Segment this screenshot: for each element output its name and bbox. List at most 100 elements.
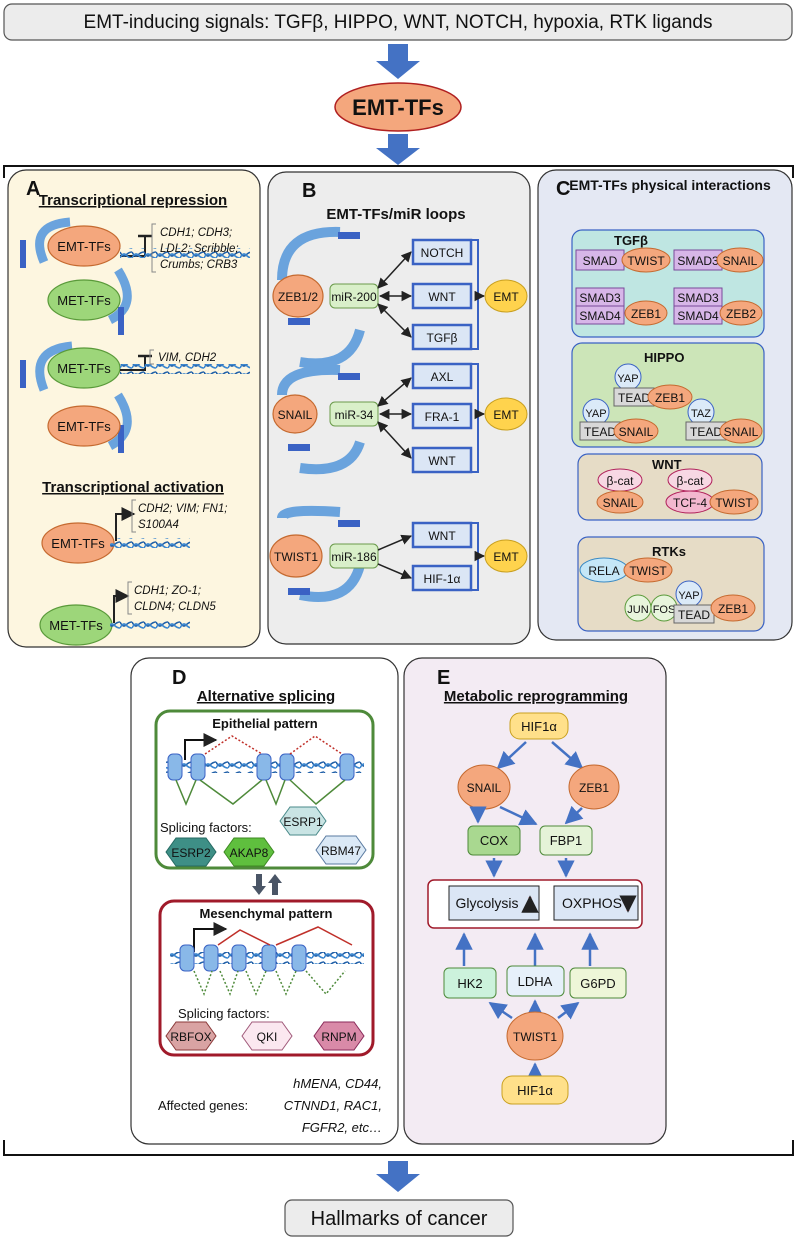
akap8-label: AKAP8 [230,846,269,860]
smad-label-1: SMAD [583,254,618,268]
emt-b3-label: EMT [493,550,519,564]
yap-c1-label: YAP [617,373,638,385]
arrow-snail-fbp1 [499,805,538,826]
yap-c3-label: YAP [678,590,699,602]
genes-a4-l2: CLDN4; CLDN5 [134,601,216,613]
glycolysis-label: Glycolysis [455,895,518,911]
tgfb-label: TGFβ [427,331,458,345]
splice-dotted-mes-4 [275,970,297,996]
snail-c3-label: SNAIL [724,425,759,439]
rtks-subpanel-title: RTKs [652,544,686,559]
exon-mes-2 [203,944,219,972]
gene-bracket-a3 [131,499,136,533]
arrow-twist-g6pd [557,1001,580,1020]
snail-c2 [613,418,659,444]
genes-a4-l1: CDH1; ZO-1; [134,585,201,597]
mir200-box [329,283,379,309]
panel-c: C EMT-TFs physical interactions TGFβ SMA… [537,169,793,641]
exon-mes-1 [179,944,195,972]
arrow-hif-zeb1 [551,741,584,770]
splice-solid-epi-4 [289,779,346,805]
bar-b3-bottom [288,588,310,595]
snail-b-ellipse [272,394,318,434]
emt-b2-label: EMT [493,408,519,422]
panel-e-title: Metabolic reprogramming [444,688,628,705]
tgfb-subpanel-title: TGFβ [614,233,648,248]
fbp1-label: FBP1 [550,833,583,848]
splice-solid-epi-2 [199,779,263,805]
tss-arrow-mes [193,922,228,952]
hallmarks-text: Hallmarks of cancer [311,1208,488,1230]
double-arrow-up [268,874,282,895]
jun-c1-label: JUN [627,604,648,616]
signals-text: EMT-inducing signals: TGFβ, HIPPO, WNT, … [84,12,713,33]
hk2-box [443,967,497,999]
notch-label: NOTCH [421,246,464,260]
zeb1-c2-label: ZEB1 [655,391,685,405]
dna-a1 [120,248,250,258]
rbm47-hex [315,835,367,865]
wnt-label-1: WNT [428,290,456,304]
panel-b: B EMT-TFs/miR loops ZEB1/2 miR-200 NOTCH… [267,171,531,645]
dna-a2 [120,364,250,374]
hif-bottom-label: HIF1α [517,1083,553,1098]
smad4-box-1 [575,305,625,325]
bcat-c1-label: β-cat [607,474,635,488]
panel-a-title-repression: Transcriptional repression [39,192,227,209]
arrow-mir186-wnt [377,534,412,551]
arrow-mir34-axl [377,377,412,407]
qki-label: QKI [257,1030,278,1044]
smad3-label-2: SMAD3 [579,291,621,305]
zeb1-c1 [624,300,668,326]
esrp2-label: ESRP2 [171,846,211,860]
arrow-mir200-tgfb [377,303,412,338]
zeb1-c3-label: ZEB1 [718,602,748,616]
notch-box [411,238,473,266]
snail-c2-label: SNAIL [619,425,654,439]
inhibit-bar-a2 [118,307,124,335]
g6pd-box [569,967,627,999]
wnt-box-1 [411,282,473,310]
arrow-twist-hk2 [488,1001,513,1020]
mesenchymal-title: Mesenchymal pattern [200,906,333,921]
emt-tfs-a1-label: EMT-TFs [57,239,111,254]
panel-d-title: Alternative splicing [197,688,335,705]
twist-c1 [621,247,671,273]
dna-a4 [110,620,190,630]
panel-a-box [7,169,261,648]
zeb-label: ZEB1/2 [278,290,318,304]
rnpm-label: RNPM [321,1030,356,1044]
emt-b3 [484,539,528,573]
splice-dotted-epi-1 [204,735,263,755]
genes-a1-l2: LDL2; Scribble; [160,243,239,255]
fos-c1-label: FOS [653,604,676,616]
inhibit-bar-a3 [20,360,26,388]
loop-b3-top [277,505,341,520]
taz-c1-label: TAZ [691,408,711,420]
zeb2-c1 [719,300,763,326]
affected-genes-l1: hMENA, CD44, [293,1076,382,1091]
panel-a: A Transcriptional repression EMT-TFs MET… [7,169,261,648]
double-arrow-down [252,874,266,895]
bcat-c2-label: β-cat [677,474,705,488]
bar-b3-top [338,520,360,527]
loop-arrow-a1-bottom [107,267,132,325]
exon-mes-3 [231,944,247,972]
down-arrow-3 [376,1161,420,1192]
zeb-ellipse [272,274,324,318]
loop-b2-top [277,364,341,396]
loop-b1-top [277,226,341,281]
hallmarks-box [284,1199,514,1237]
hif-box [411,564,473,592]
hippo-subpanel-title: HIPPO [644,350,684,365]
fra1-label: FRA-1 [425,410,460,424]
arrow-mir186-hif [377,563,412,580]
panel-e-letter: E [437,667,450,689]
hif-label: HIF-1α [424,572,461,586]
exon-epi-2 [190,753,206,781]
tead-c2-label: TEAD [584,425,616,439]
bottom-section: Hallmarks of cancer [3,1140,794,1237]
emt-b2 [484,397,528,431]
smad4-label-1: SMAD4 [579,309,621,323]
